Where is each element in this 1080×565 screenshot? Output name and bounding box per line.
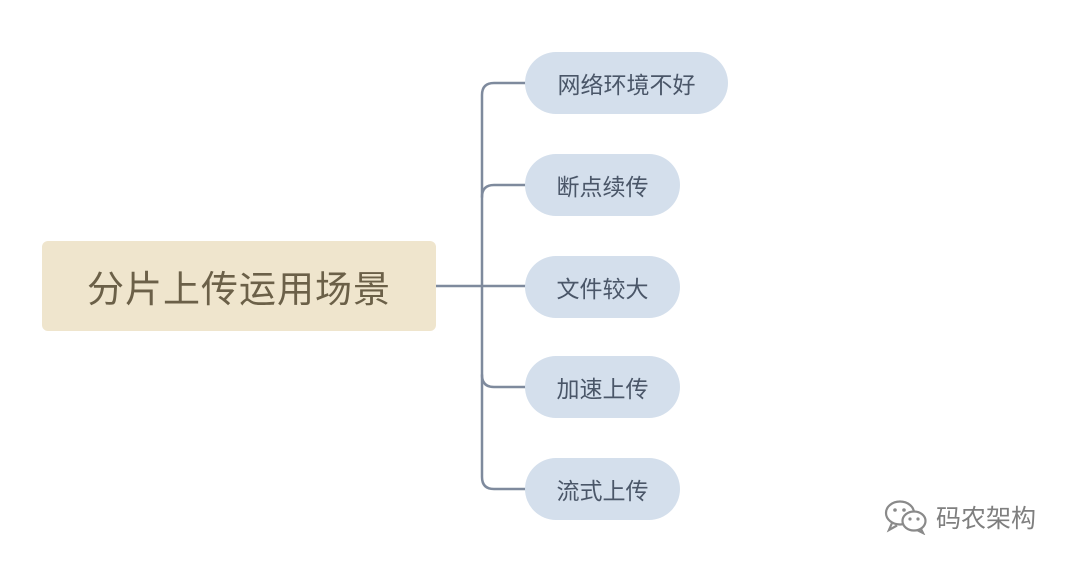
subtopic-label: 网络环境不好: [557, 73, 696, 99]
subtopic-label: 文件较大: [556, 277, 649, 303]
subtopic-label: 加速上传: [556, 377, 649, 403]
subtopic-label: 断点续传: [556, 175, 649, 201]
wechat-icon: [884, 500, 927, 535]
connector-branch-1: [480, 183, 527, 199]
connector-branch-3: [480, 373, 527, 389]
subtopic-label: 流式上传: [556, 479, 649, 505]
subtopic-streaming-upload: 流式上传: [525, 458, 680, 520]
subtopic-resume-upload: 断点续传: [525, 154, 680, 216]
connector-branch-0: [480, 81, 527, 288]
root-topic: 分片上传运用场景: [42, 241, 436, 331]
connector-branch-4: [480, 284, 527, 491]
subtopic-large-file: 文件较大: [525, 256, 680, 318]
root-topic-label: 分片上传运用场景: [87, 268, 391, 311]
subtopic-accelerate-upload: 加速上传: [525, 356, 680, 418]
watermark-text: 码农架构: [936, 504, 1037, 533]
watermark: 码农架构: [884, 495, 1036, 539]
subtopic-network-poor: 网络环境不好: [525, 52, 728, 114]
